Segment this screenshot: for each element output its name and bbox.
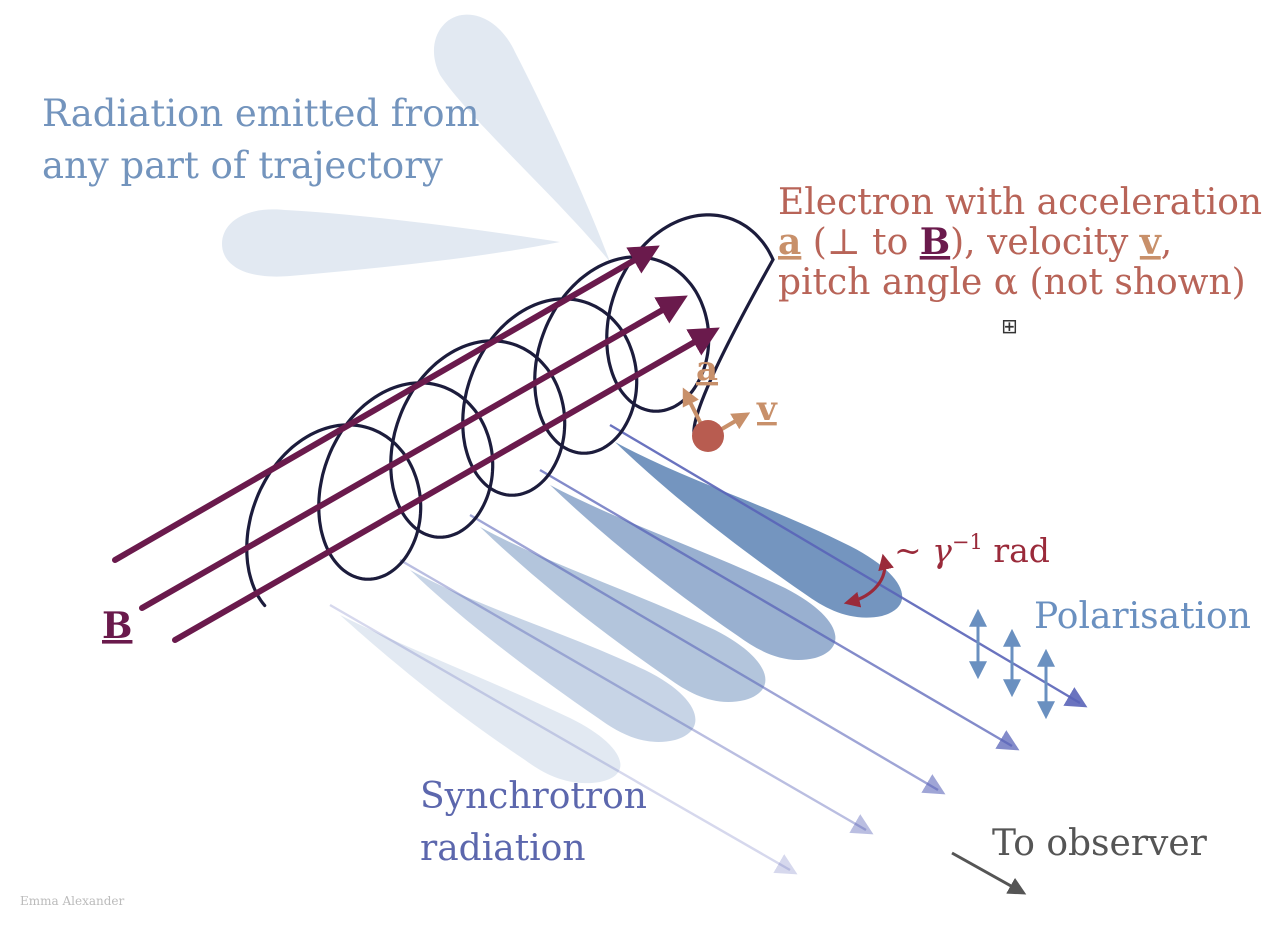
radiation-label-line1: Radiation emitted from (42, 92, 480, 135)
synchrotron-label-line2: radiation (420, 828, 586, 869)
synchrotron-lobes (340, 442, 903, 784)
beam-angle-label: ~ γ−1 rad (894, 530, 1050, 570)
electron-label-a: a (778, 221, 801, 263)
ray (469, 513, 946, 795)
synchrotron-label-line1: Synchrotron (420, 776, 647, 817)
electron-label-line2: a (⊥ to B), velocity v, (778, 221, 1172, 263)
magnetic-field-lines (112, 245, 720, 643)
electron-with-vectors (682, 387, 751, 452)
radiation-label-line2: any part of trajectory (42, 144, 443, 187)
beam-angle-prefix: ~ (894, 531, 932, 570)
credit-label: Emma Alexander (20, 894, 125, 908)
ray (539, 468, 1020, 751)
upper-emission-lobes (222, 14, 610, 277)
polarisation-label: Polarisation (1034, 596, 1251, 637)
beam-angle-unit: rad (983, 531, 1050, 570)
ray (329, 603, 798, 875)
observer-label: To observer (992, 823, 1208, 864)
electron-label-line3: pitch angle α (not shown) (778, 262, 1246, 303)
radiation-lobe (480, 527, 766, 702)
field-line (139, 295, 688, 611)
field-label: B (102, 605, 132, 647)
electron (692, 420, 724, 452)
radiation-lobe (340, 615, 621, 784)
upper-lobe-horizontal (222, 209, 560, 277)
velocity-label: v (756, 389, 778, 429)
ray (399, 558, 874, 835)
electron-helix-trajectory (245, 213, 775, 608)
field-line (112, 245, 660, 563)
acceleration-label: a (696, 349, 718, 389)
upper-lobe-vertical (433, 14, 610, 263)
radiation-lobe (550, 485, 836, 660)
radiation-lobe (410, 570, 696, 742)
electron-label-B: B (920, 221, 950, 263)
field-line (172, 327, 720, 643)
observer-arrow (951, 851, 1027, 895)
beam-angle-arc (843, 553, 894, 608)
electron-label-mid1: (⊥ to (801, 222, 919, 263)
expand-icon[interactable]: ⊞ (1001, 314, 1018, 338)
beam-angle-exponent: −1 (952, 530, 983, 554)
polarisation-arrows (969, 608, 1055, 720)
electron-label-v: v (1139, 221, 1162, 263)
electron-label-mid2: ), velocity (950, 222, 1140, 263)
radiation-rays (329, 423, 1088, 875)
beam-angle-gamma: γ (932, 531, 952, 570)
radiation-lobe-current (615, 442, 903, 618)
electron-label-end: , (1161, 222, 1172, 263)
electron-label-line1: Electron with acceleration (778, 182, 1262, 223)
